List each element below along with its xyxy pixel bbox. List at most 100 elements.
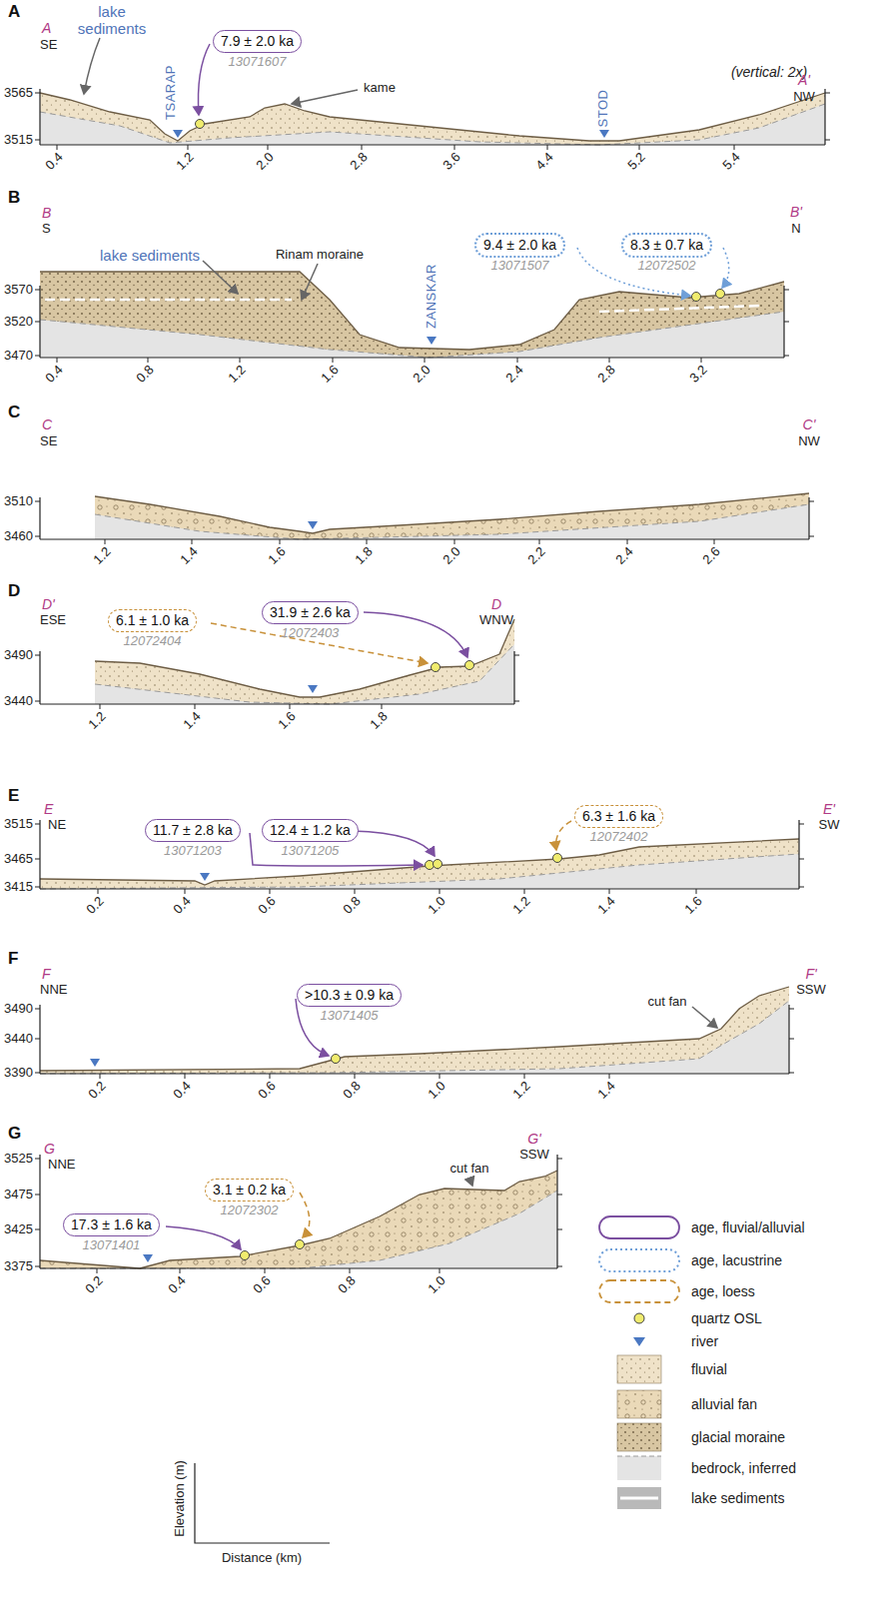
x-tick-label: 2.0 bbox=[410, 362, 434, 386]
annotation: SSW bbox=[519, 1147, 550, 1163]
annotation: NE bbox=[47, 818, 66, 834]
tick-mark bbox=[524, 888, 526, 894]
y-tick-label: 3475 bbox=[3, 1187, 33, 1203]
legend-text: bedrock, inferred bbox=[691, 1460, 797, 1477]
x-tick-label: 1.0 bbox=[425, 893, 449, 917]
x-tick-label: 0.8 bbox=[340, 1078, 364, 1102]
bedrock-line bbox=[39, 854, 800, 889]
tick-mark bbox=[439, 1073, 441, 1079]
legend-text: age, fluvial/alluvial bbox=[691, 1219, 806, 1236]
osl-sample-dot bbox=[553, 854, 563, 864]
legend-text: age, loess bbox=[691, 1283, 756, 1300]
annotation: NNE bbox=[47, 1157, 75, 1173]
annotation: Distance (km) bbox=[221, 1551, 302, 1567]
tick-mark bbox=[56, 144, 58, 150]
x-tick-label: 1.4 bbox=[595, 893, 619, 917]
tick-mark bbox=[439, 888, 441, 894]
y-tick-label: 3375 bbox=[3, 1259, 33, 1275]
tick-mark bbox=[34, 1194, 40, 1196]
leader-line bbox=[83, 37, 100, 94]
annotation: SSW bbox=[796, 982, 827, 998]
age-box: 6.1 ± 1.0 ka12072404 bbox=[107, 609, 197, 633]
y-axis bbox=[513, 651, 515, 705]
legend-text: fluvial bbox=[691, 1361, 728, 1378]
x-tick-label: 5.2 bbox=[625, 149, 649, 173]
river-marker bbox=[307, 685, 318, 694]
tick-mark bbox=[557, 1194, 563, 1196]
x-tick-label: 1.2 bbox=[173, 149, 197, 173]
leader-line bbox=[291, 89, 358, 104]
river-marker bbox=[307, 521, 318, 530]
tick-mark bbox=[267, 144, 269, 150]
section-end: D' bbox=[41, 596, 55, 613]
sediment-fill bbox=[39, 92, 826, 145]
age-box: 17.3 ± 1.6 ka13071401 bbox=[62, 1213, 160, 1237]
legend-text: quartz OSL bbox=[691, 1310, 763, 1327]
sample-id: 13071405 bbox=[320, 1008, 379, 1023]
tick-mark bbox=[34, 536, 40, 538]
age-box: 3.1 ± 0.2 ka12072302 bbox=[204, 1178, 294, 1202]
tick-mark bbox=[809, 536, 815, 538]
annotation: cut fan bbox=[449, 1161, 489, 1177]
tick-mark bbox=[34, 289, 40, 291]
x-tick-label: 0.6 bbox=[250, 1273, 274, 1297]
panel-letter: A bbox=[7, 1, 20, 22]
tick-mark bbox=[609, 357, 611, 363]
tick-mark bbox=[187, 144, 189, 150]
y-axis bbox=[798, 820, 800, 889]
x-tick-label: 0.2 bbox=[85, 1078, 109, 1102]
osl-sample-dot bbox=[295, 1240, 305, 1250]
legend-text: lake sediments bbox=[691, 1490, 785, 1507]
osl-sample-dot bbox=[465, 661, 475, 671]
river-name: TSARAP bbox=[164, 63, 180, 119]
tick-mark bbox=[514, 701, 520, 703]
tick-mark bbox=[517, 357, 519, 363]
tick-mark bbox=[264, 1268, 266, 1274]
tick-mark bbox=[34, 824, 40, 826]
y-axis bbox=[38, 1154, 40, 1269]
bedrock-fill bbox=[39, 1000, 790, 1074]
age-box: 6.3 ± 1.6 ka12072402 bbox=[574, 805, 664, 829]
x-tick-label: 1.2 bbox=[510, 893, 534, 917]
legend-swatch-edge bbox=[617, 1456, 662, 1458]
x-tick-label: 0.8 bbox=[133, 362, 157, 386]
y-axis bbox=[38, 497, 40, 540]
x-tick-label: 3.6 bbox=[440, 149, 464, 173]
annotation: kame bbox=[363, 80, 396, 96]
tick-mark bbox=[789, 1008, 795, 1010]
legend-sample bbox=[617, 1423, 662, 1452]
leader-line bbox=[363, 612, 468, 658]
river-marker bbox=[89, 1058, 100, 1067]
sample-id: 12072403 bbox=[281, 626, 340, 641]
y-axis bbox=[38, 820, 40, 889]
tick-mark bbox=[557, 1229, 563, 1231]
tick-mark bbox=[97, 888, 99, 894]
x-tick-label: 1.6 bbox=[265, 544, 289, 568]
x-axis bbox=[39, 1072, 790, 1074]
tick-mark bbox=[825, 139, 831, 141]
sediment-fill bbox=[39, 271, 785, 358]
river-marker bbox=[426, 336, 437, 345]
tick-mark bbox=[349, 1268, 351, 1274]
tick-mark bbox=[714, 539, 716, 545]
age-box: 11.7 ± 2.8 ka13071203 bbox=[144, 819, 241, 843]
x-tick-label: 1.6 bbox=[318, 362, 342, 386]
tick-mark bbox=[734, 144, 736, 150]
x-tick-label: 2.4 bbox=[613, 544, 637, 568]
x-axis bbox=[39, 538, 810, 540]
tick-mark bbox=[809, 501, 815, 503]
age-value: 9.4 ± 2.0 ka bbox=[483, 236, 557, 253]
sample-id: 13071203 bbox=[163, 844, 222, 859]
leader-line bbox=[352, 831, 435, 857]
bedrock-fill bbox=[39, 1190, 558, 1269]
ground-surface bbox=[39, 839, 800, 885]
lake-sediment-line bbox=[599, 305, 760, 312]
tick-mark bbox=[332, 357, 334, 363]
tick-mark bbox=[34, 501, 40, 503]
sample-id: 13071205 bbox=[281, 844, 340, 859]
tick-mark bbox=[799, 886, 805, 888]
tick-mark bbox=[34, 1008, 40, 1010]
x-tick-label: 1.8 bbox=[352, 544, 376, 568]
section-end: B bbox=[41, 204, 51, 221]
